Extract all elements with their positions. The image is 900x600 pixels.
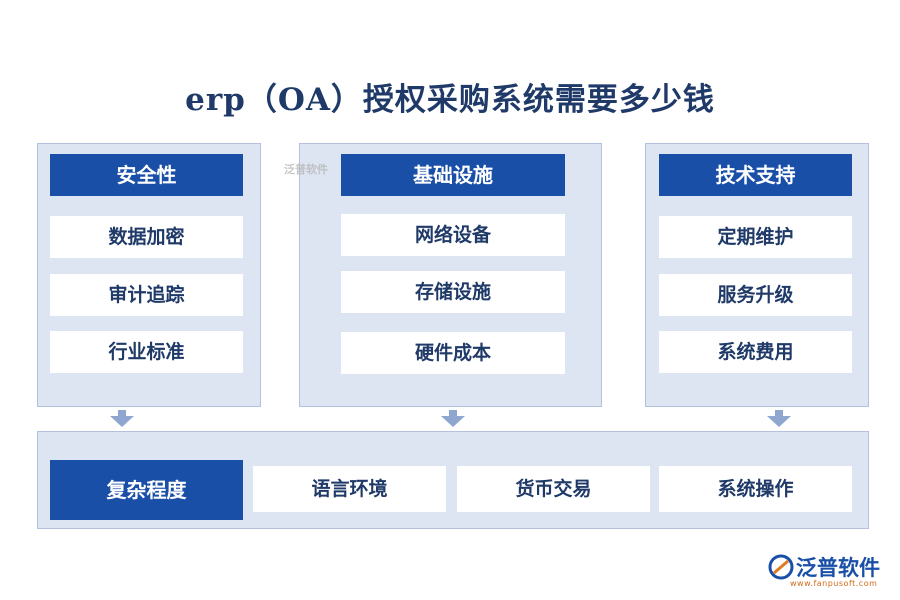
list-item: 货币交易 — [457, 466, 650, 512]
list-item: 存储设施 — [341, 271, 565, 313]
list-item: 系统操作 — [659, 466, 852, 512]
column-header-infrastructure: 基础设施 — [341, 154, 565, 196]
page-title: erp（OA）授权采购系统需要多少钱 — [185, 82, 715, 118]
arrow-down-icon — [767, 416, 791, 427]
brand-name: 泛普软件 — [796, 556, 880, 580]
arrow-down-icon-stem — [118, 410, 126, 416]
list-item: 硬件成本 — [341, 332, 565, 374]
column-header-security: 安全性 — [50, 154, 243, 196]
arrow-down-icon — [441, 416, 465, 427]
column-header-tech-support: 技术支持 — [659, 154, 852, 196]
list-item: 服务升级 — [659, 274, 852, 316]
arrow-down-icon — [110, 416, 134, 427]
list-item: 定期维护 — [659, 216, 852, 258]
list-item: 行业标准 — [50, 331, 243, 373]
list-item: 审计追踪 — [50, 274, 243, 316]
brand-logo: 泛普软件 www.fanpusoft.com — [768, 552, 894, 588]
list-item: 数据加密 — [50, 216, 243, 258]
bottom-header: 复杂程度 — [50, 460, 243, 520]
list-item: 网络设备 — [341, 214, 565, 256]
list-item: 系统费用 — [659, 331, 852, 373]
logo-mark-icon — [768, 554, 794, 580]
arrow-down-icon-stem — [775, 410, 783, 416]
brand-url: www.fanpusoft.com — [790, 579, 878, 588]
list-item: 语言环境 — [253, 466, 446, 512]
arrow-down-icon-stem — [449, 410, 457, 416]
watermark-small: 泛普软件 — [284, 163, 328, 176]
